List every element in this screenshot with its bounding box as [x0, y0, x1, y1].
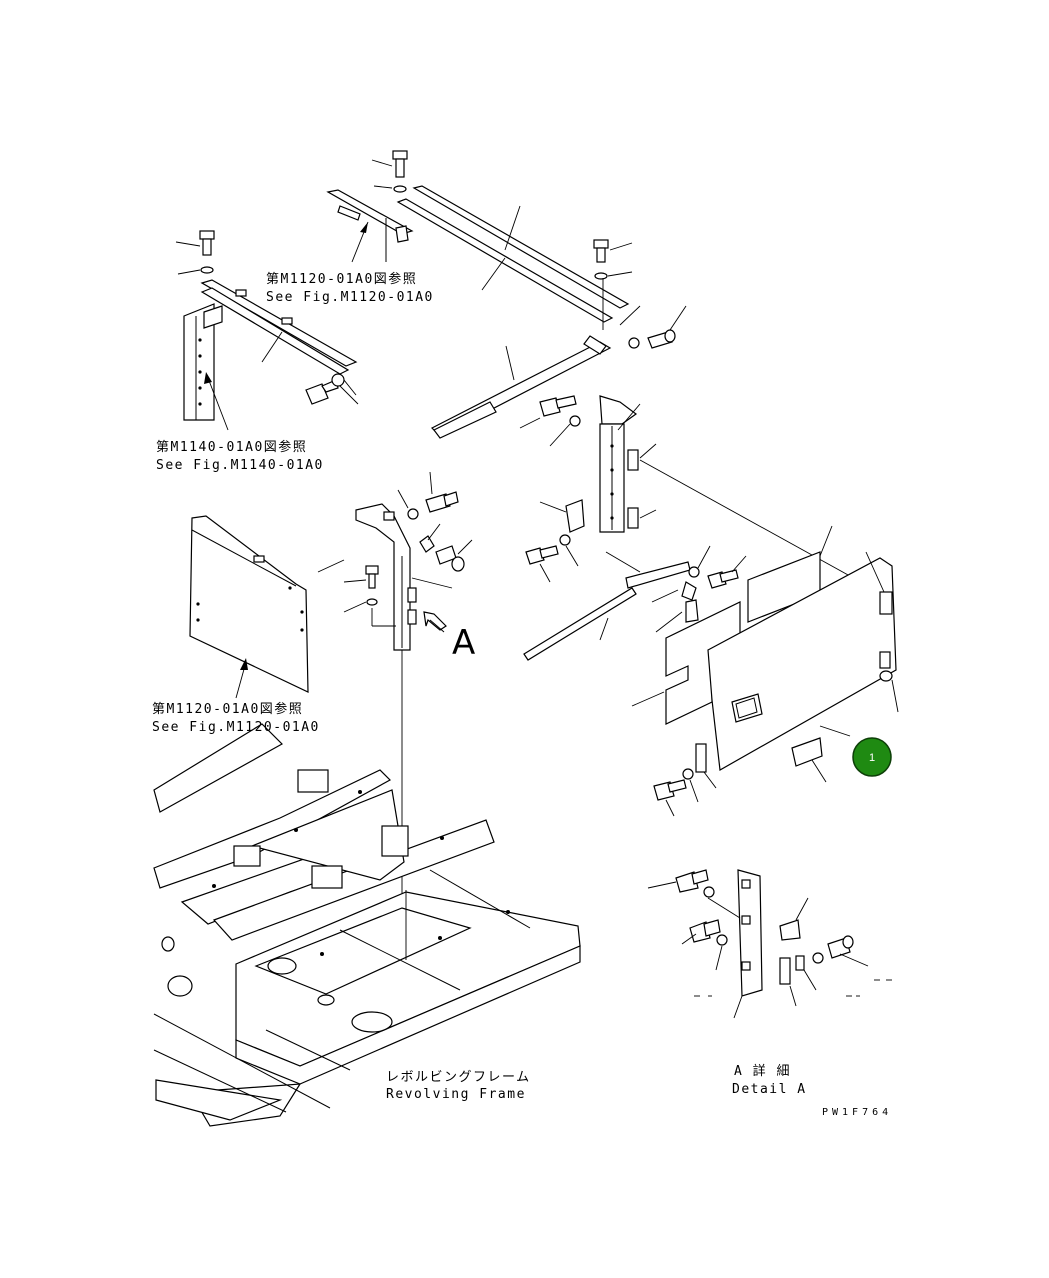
right-top-bolt: [593, 239, 633, 330]
right-diagonal-rail: [430, 305, 641, 439]
left-rail: [200, 279, 358, 375]
callout-badge-1[interactable]: 1: [852, 737, 892, 777]
ref-left-en: See Fig.M1140-01A0: [156, 458, 324, 473]
washer-bolt-right: [688, 545, 747, 589]
mid-bolt-left: [305, 373, 359, 405]
top-cross-bracket: [326, 189, 414, 262]
callout-number: 1: [869, 752, 875, 764]
side-panel: [189, 515, 345, 693]
ref-left-jp: 第M1140-01A0図参照: [156, 439, 307, 455]
lower-bolt: [525, 534, 579, 583]
left-post: [183, 303, 223, 421]
pads: [651, 581, 699, 633]
right-post-bolt: [519, 395, 581, 447]
seal-strips: [523, 551, 691, 661]
small-bracket: [539, 499, 585, 533]
detail-label-jp: A 詳 細: [734, 1063, 791, 1079]
detail-a-assembly: [647, 869, 892, 1019]
ref-panel-jp: 第M1120-01A0図参照: [152, 701, 303, 717]
top-bolt: [371, 150, 408, 193]
right-post: [599, 395, 641, 533]
right-post-clips: [627, 443, 657, 529]
frame-label-jp: レボルビングフレーム: [386, 1070, 531, 1085]
drawing-code: PW1F764: [822, 1107, 892, 1118]
right-mid-bolt: [628, 305, 687, 349]
ref-top-en: See Fig.M1120-01A0: [266, 290, 434, 305]
revolving-frame: [153, 723, 581, 1127]
ref-panel-en: See Fig.M1120-01A0: [152, 720, 320, 735]
ref-top-jp: 第M1120-01A0図参照: [266, 271, 417, 287]
detail-label-en: Detail A: [732, 1082, 807, 1097]
view-a-arrow: [423, 611, 447, 633]
view-a-letter: A: [452, 623, 475, 663]
panel-latch: [653, 743, 717, 817]
rear-door-panel: [707, 551, 899, 783]
frame-label-en: Revolving Frame: [386, 1087, 526, 1102]
left-top-bolt: [175, 230, 215, 275]
center-left-bolt: [343, 565, 396, 627]
top-long-beam: [396, 185, 630, 323]
center-bolts: [397, 471, 473, 572]
